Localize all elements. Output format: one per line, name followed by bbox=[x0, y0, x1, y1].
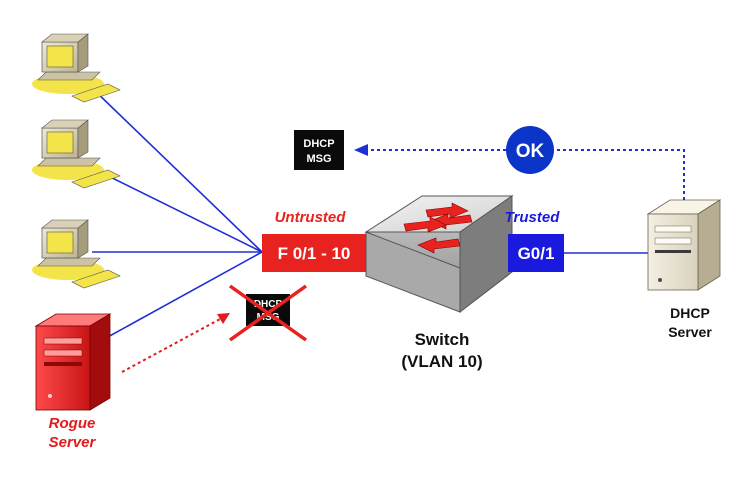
dhcp-message: DHCP MSG bbox=[294, 130, 344, 170]
switch-arrows bbox=[403, 202, 473, 254]
pc-1 bbox=[32, 33, 121, 103]
pc-links bbox=[91, 87, 263, 339]
switch: Switch (VLAN 10) bbox=[364, 195, 514, 371]
tower-server-icon bbox=[646, 199, 722, 291]
untrusted-port: Untrusted F 0/1 - 10 bbox=[262, 209, 366, 272]
dhcp-server: DHCP Server bbox=[646, 199, 722, 340]
untrusted-label: Untrusted bbox=[275, 209, 347, 226]
untrusted-port-label: F 0/1 - 10 bbox=[278, 244, 351, 263]
red-x-icon bbox=[228, 284, 308, 342]
trusted-label: Trusted bbox=[505, 209, 561, 226]
dhcp-server-label-line1: DHCP bbox=[670, 305, 710, 321]
blocked-msg-line2: MSG bbox=[257, 312, 280, 323]
link-pc-2 bbox=[91, 167, 263, 253]
dhcp-msg-line1: DHCP bbox=[303, 138, 334, 150]
trusted-port-label: G0/1 bbox=[518, 244, 555, 263]
ok-label: OK bbox=[516, 141, 545, 162]
pc-2 bbox=[32, 119, 121, 189]
rogue-server-label-line1: Rogue bbox=[49, 415, 96, 432]
dhcp-msg-line2: MSG bbox=[306, 153, 331, 165]
rogue-server: Rogue Server bbox=[34, 313, 112, 451]
link-pc-1 bbox=[91, 87, 263, 253]
rogue-message-arrow bbox=[121, 313, 230, 373]
desktop-computer-icon bbox=[32, 119, 121, 189]
desktop-computer-icon bbox=[32, 33, 121, 103]
tower-server-icon bbox=[34, 313, 112, 411]
link-rogue bbox=[105, 251, 263, 339]
blocked-msg-line1: DHCP bbox=[254, 299, 283, 310]
switch-label-line1: Switch bbox=[415, 330, 470, 349]
pc-3 bbox=[32, 219, 121, 289]
approved-message-path bbox=[354, 144, 685, 200]
desktop-computer-icon bbox=[32, 219, 121, 289]
rogue-server-label-line2: Server bbox=[49, 434, 97, 451]
network-switch-icon bbox=[364, 195, 514, 314]
switch-label-line2: (VLAN 10) bbox=[401, 352, 482, 371]
dhcp-server-label-line2: Server bbox=[668, 324, 712, 340]
blocked-dhcp-message: DHCP MSG bbox=[228, 284, 308, 342]
trusted-port: Trusted G0/1 bbox=[505, 209, 564, 272]
ok-badge: OK bbox=[506, 126, 554, 174]
